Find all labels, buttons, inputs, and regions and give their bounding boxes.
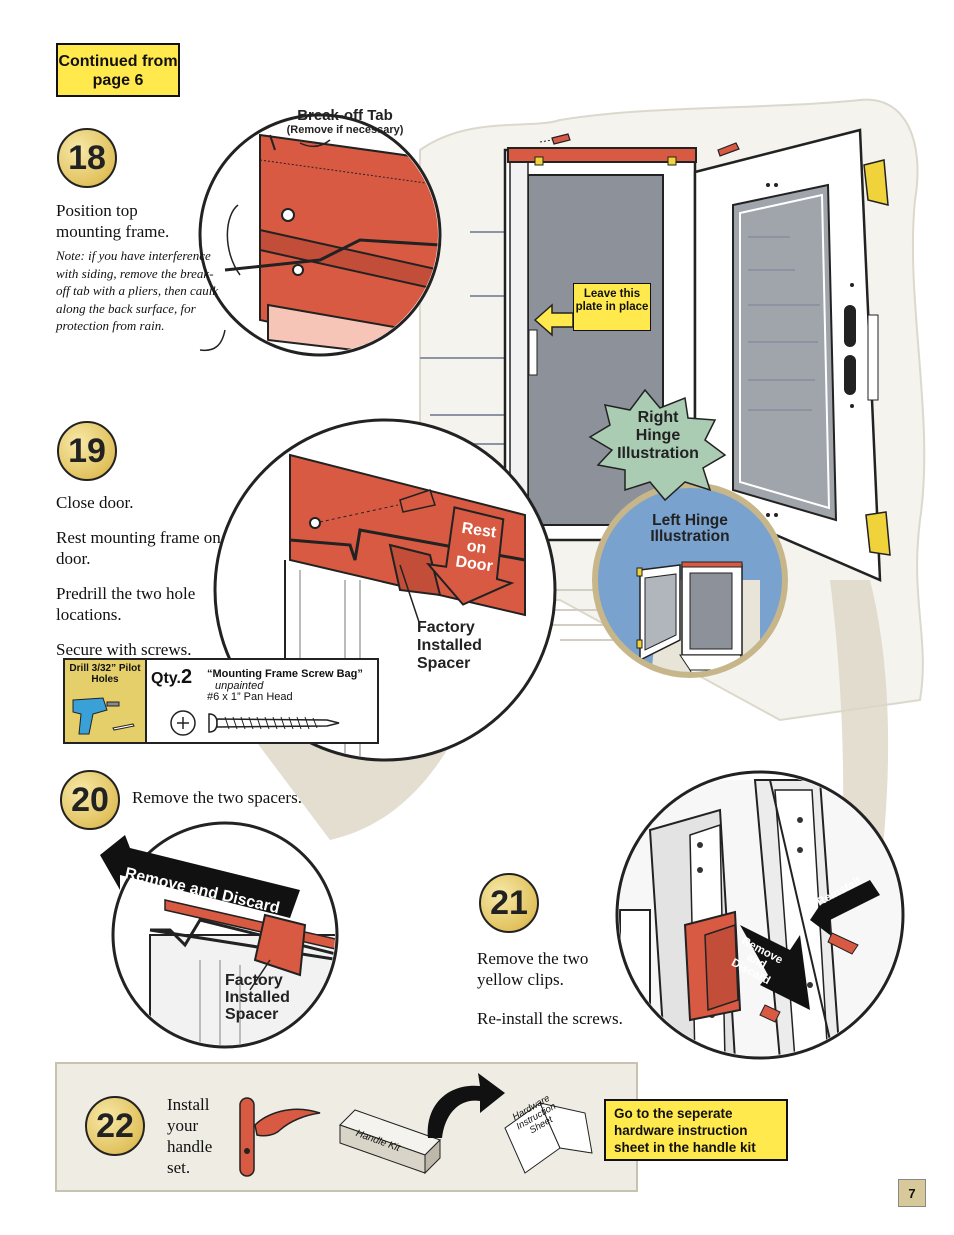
step-18-note: Note: if you have interference with sidi…: [56, 248, 219, 333]
drill-panel: Drill 3/32” Pilot Holes: [65, 660, 147, 742]
spacer-19-line-3: Spacer: [417, 655, 471, 672]
step-18-instruction: Position top mounting frame.: [56, 201, 170, 241]
step-20-number: 20: [60, 770, 120, 830]
qty-value: 2: [180, 666, 193, 688]
qty-label: Qty.2: [151, 666, 192, 689]
curved-arrow-icon: [427, 1073, 505, 1138]
step-19-spacer-label: Factory Installed Spacer: [417, 619, 482, 673]
spacer-20-line-3: Spacer: [225, 1006, 279, 1023]
instruction-sheet-icon: [504, 1102, 593, 1174]
handle-set-icon: [239, 1097, 321, 1177]
break-off-tab-sub: (Remove if necessary): [286, 124, 404, 136]
step-18-number: 18: [57, 128, 117, 188]
handle-kit-callout-text: Go to the seperate hardware instruction …: [614, 1106, 756, 1155]
right-hinge-line-2: Hinge: [635, 427, 681, 444]
hardware-box: Drill 3/32” Pilot Holes Qty.2 “Mounting …: [63, 658, 379, 744]
break-off-tab-label: Break-off Tab (Remove if necessary): [275, 107, 415, 136]
leave-plate-note: Leave this plate in place: [573, 283, 651, 331]
page-number: 7: [898, 1179, 926, 1207]
handle-kit-callout: Go to the seperate hardware instruction …: [604, 1099, 788, 1161]
break-off-tab-title: Break-off Tab: [297, 107, 393, 124]
right-hinge-label: Right Hinge Illustration: [608, 409, 708, 463]
step-21-line-2: Re-install the screws.: [477, 1009, 623, 1028]
drill-icon: [72, 697, 135, 735]
qty-text: Qty.: [151, 670, 181, 687]
step-20-spacer-label: Factory Installed Spacer: [225, 972, 290, 1023]
step-19-number: 19: [57, 421, 117, 481]
screw-size: #6 x 1” Pan Head: [207, 691, 293, 703]
spacer-19-line-1: Factory: [417, 619, 475, 636]
handle-kit-box-icon: [339, 1109, 441, 1175]
screw-finish: unpainted: [215, 680, 264, 692]
leave-plate-text: Leave this plate in place: [575, 288, 649, 313]
step-19-line-2: Rest mounting frame on door.: [56, 528, 221, 568]
rest-on-door-label: Rest on Door: [446, 518, 508, 576]
step-20-instruction: Remove the two spacers.: [132, 788, 302, 807]
drill-label: Drill 3/32” Pilot Holes: [69, 663, 141, 685]
continued-badge: Continued from page 6: [56, 43, 180, 97]
right-hinge-line-1: Right: [637, 409, 679, 426]
step-19-line-4: Secure with screws.: [56, 640, 192, 659]
spacer-20-line-2: Installed: [225, 989, 290, 1006]
screw-bag-label: “Mounting Frame Screw Bag”: [207, 668, 363, 680]
step-19-instructions: Close door. Rest mounting frame on door.…: [56, 492, 226, 660]
left-hinge-line-1: Left Hinge: [652, 512, 728, 529]
step-21-line-1: Remove the two yellow clips.: [477, 949, 589, 989]
step-19-line-3: Predrill the two hole locations.: [56, 584, 196, 624]
continued-text: Continued from page 6: [58, 53, 178, 89]
spacer-20-line-1: Factory: [225, 972, 283, 989]
step-19-line-1: Close door.: [56, 493, 134, 512]
spacer-19-line-2: Installed: [417, 637, 482, 654]
left-hinge-line-2: Illustration: [650, 528, 730, 545]
screw-icon: [170, 710, 340, 736]
right-hinge-line-3: Illustration: [617, 445, 699, 462]
step-22-number: 22: [85, 1096, 145, 1156]
step-21-number: 21: [479, 873, 539, 933]
step-22-instruction: Install your handle set.: [167, 1095, 213, 1177]
left-hinge-label: Left Hinge Illustration: [630, 513, 750, 545]
